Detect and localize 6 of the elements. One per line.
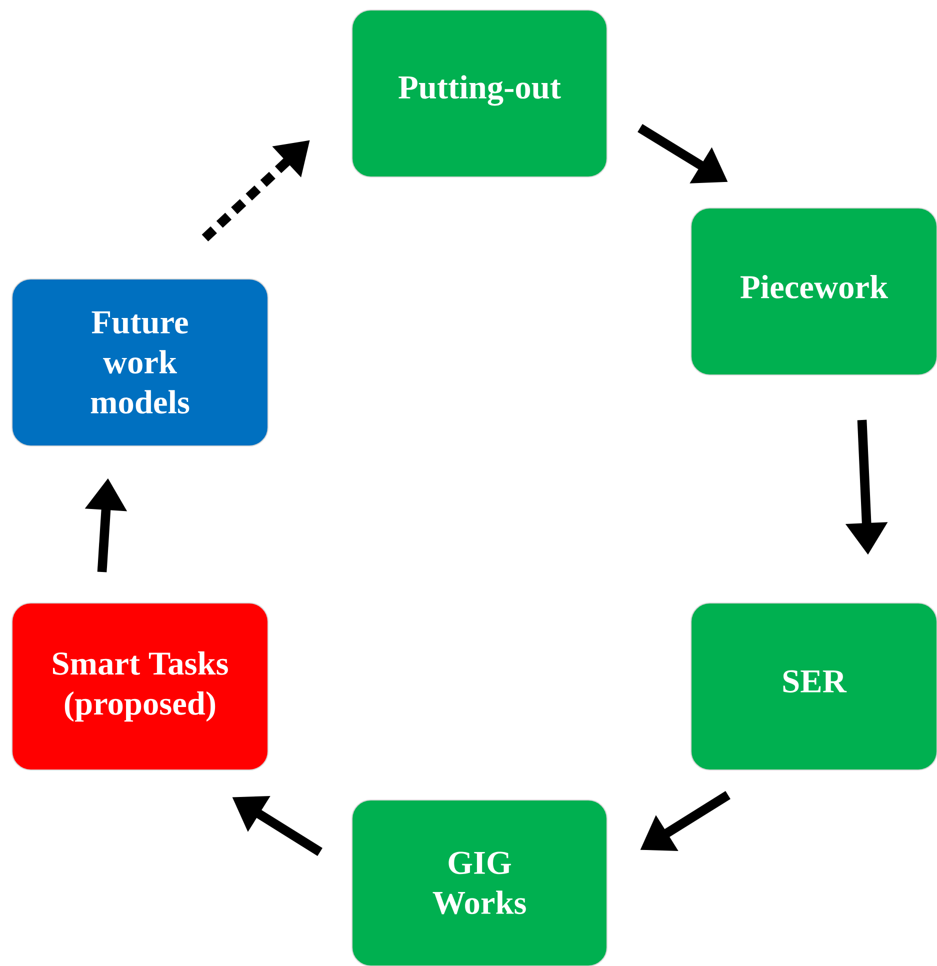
process-box: Future work models [11, 278, 269, 447]
process-box: Piecework [690, 207, 937, 376]
process-box: Smart Tasks (proposed) [11, 602, 269, 771]
process-box: SER [690, 602, 937, 771]
process-box: GIG Works [351, 799, 608, 966]
process-box: Putting-out [351, 9, 608, 178]
